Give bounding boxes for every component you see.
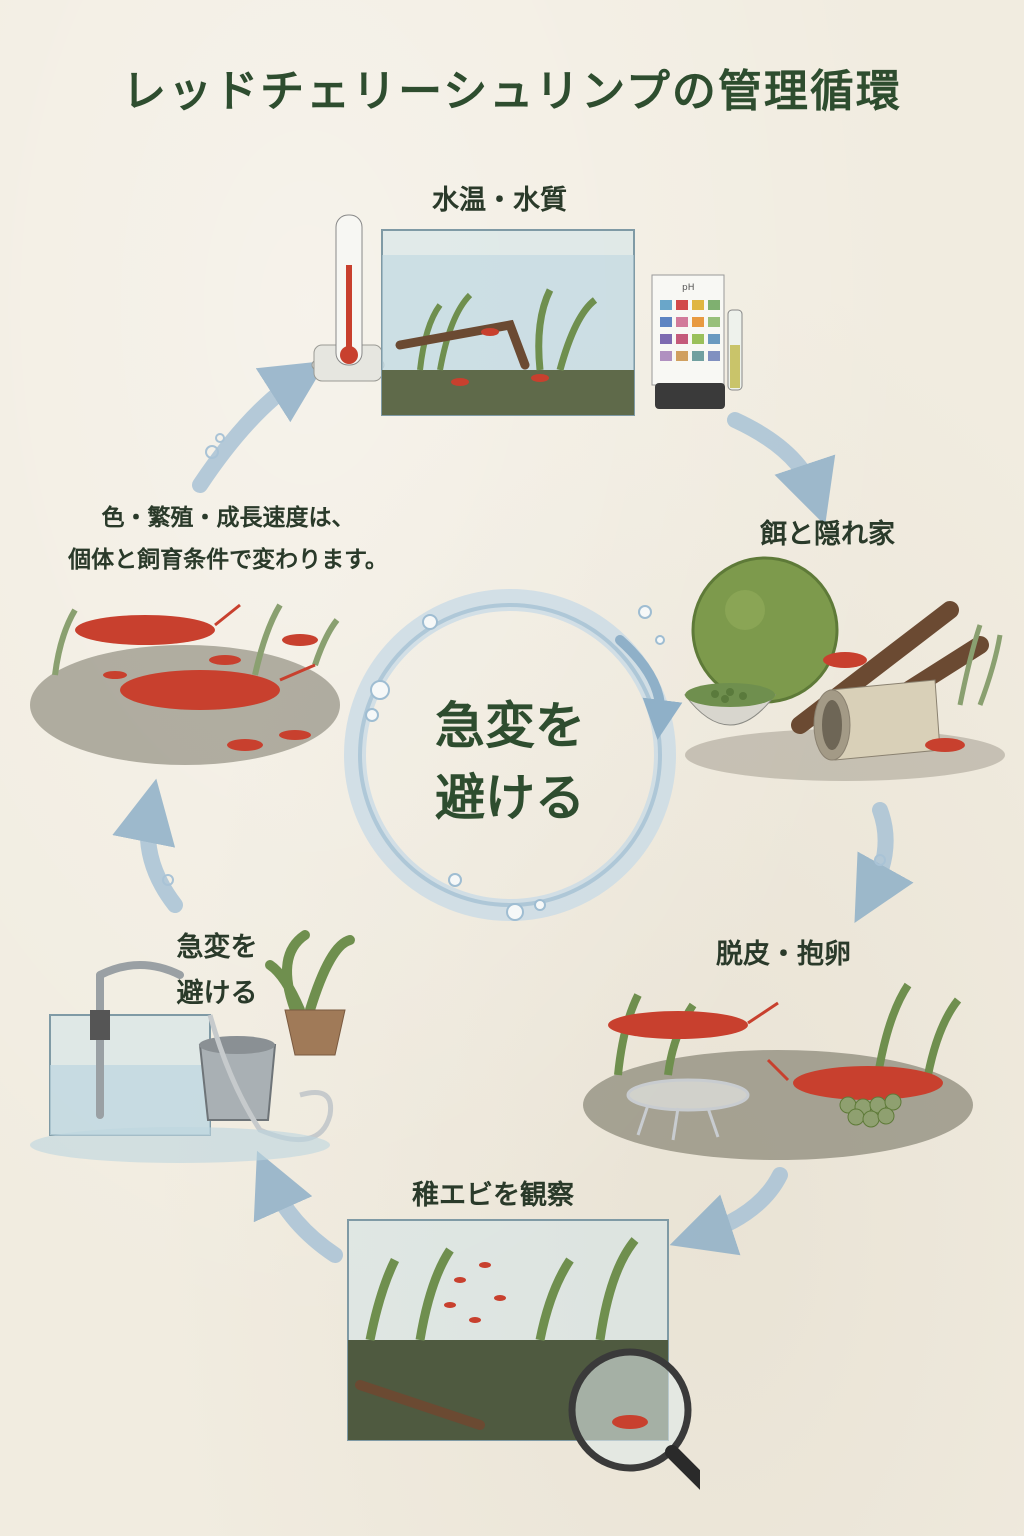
stage-label-food-shelter: 餌と隠れ家 — [760, 519, 895, 550]
shrimp-icon — [531, 374, 549, 382]
center-water-ring — [344, 589, 683, 921]
shrimp-icon — [608, 1001, 779, 1039]
stage-label-maintenance-line2: 避ける — [176, 978, 258, 1009]
food-bowl-icon — [683, 683, 777, 726]
center-message-line2: 避ける — [435, 769, 585, 827]
shelter-tube-icon — [813, 679, 941, 761]
egg-cluster-icon — [839, 1093, 902, 1128]
cycle-arrow-icon — [669, 1167, 788, 1256]
bubble-icon — [205, 445, 219, 459]
thermometer-icon — [311, 214, 385, 382]
stage-illustration-shrimp-group — [30, 603, 340, 765]
stage-label-juveniles: 稚エビを観察 — [412, 1180, 574, 1211]
shrimp-icon — [469, 1317, 481, 1323]
moss-ball-icon — [691, 556, 839, 704]
shrimp-icon — [451, 378, 469, 386]
shrimp-icon — [823, 652, 867, 668]
stage-label-maintenance: 急変を 避ける — [122, 925, 312, 1017]
cycle-arrow-icon — [854, 802, 914, 923]
shrimp-icon — [494, 1295, 506, 1301]
shrimp-icon — [925, 738, 965, 752]
stage-label-maintenance-line1: 急変を — [176, 932, 258, 963]
stage-illustration-maintenance — [30, 930, 355, 1163]
bucket-icon — [198, 1036, 277, 1121]
shrimp-icon — [227, 739, 263, 751]
aquarium-icon — [49, 1014, 211, 1136]
variation-note: 色・繁殖・成長速度は、 個体と飼育条件で変わります。 — [28, 497, 428, 581]
shrimp-icon — [282, 634, 318, 646]
stage-label-molt-eggs: 脱皮・抱卵 — [716, 939, 851, 970]
shrimp-icon — [75, 615, 215, 645]
potted-plant-icon — [265, 930, 355, 1056]
magnifier-icon — [568, 1348, 700, 1490]
cycle-arrow-icon — [727, 412, 836, 526]
bubble-icon — [215, 433, 225, 443]
shrimp-icon — [454, 1277, 466, 1283]
shrimp-icon — [209, 655, 241, 665]
shrimp-icon — [479, 1262, 491, 1268]
ph-test-card-icon: pH — [651, 274, 743, 409]
stage-illustration-juveniles — [347, 1219, 700, 1490]
shrimp-icon — [766, 1058, 943, 1100]
variation-note-line1: 色・繁殖・成長速度は、 — [101, 505, 355, 531]
stage-label-water: 水温・水質 — [432, 185, 567, 216]
cycle-arrow-icon — [112, 778, 183, 913]
shrimp-icon — [444, 1302, 456, 1308]
cycle-arrow-icon — [192, 360, 327, 493]
center-message: 急変を 避ける — [355, 690, 665, 834]
stage-illustration-food-shelter — [683, 556, 1005, 781]
stage-illustration-molt-eggs — [583, 982, 973, 1160]
bubble-icon — [874, 854, 886, 866]
page-title: レッドチェリーシュリンプの管理循環 — [122, 66, 902, 117]
cycle-arrow-icon — [253, 1150, 343, 1263]
molted-shell-icon — [626, 1078, 750, 1141]
shrimp-icon — [103, 671, 127, 679]
shrimp-icon — [120, 670, 280, 710]
stage-illustration-water: pH — [311, 214, 743, 416]
ph-card-label: pH — [682, 283, 694, 293]
shrimp-icon — [481, 328, 499, 336]
variation-note-line2: 個体と飼育条件で変わります。 — [68, 547, 388, 573]
center-message-line1: 急変を — [435, 697, 585, 755]
hose-icon — [96, 961, 184, 1119]
shrimp-icon — [279, 730, 311, 740]
aquarium-icon — [381, 229, 635, 416]
bubble-icon — [162, 874, 174, 886]
